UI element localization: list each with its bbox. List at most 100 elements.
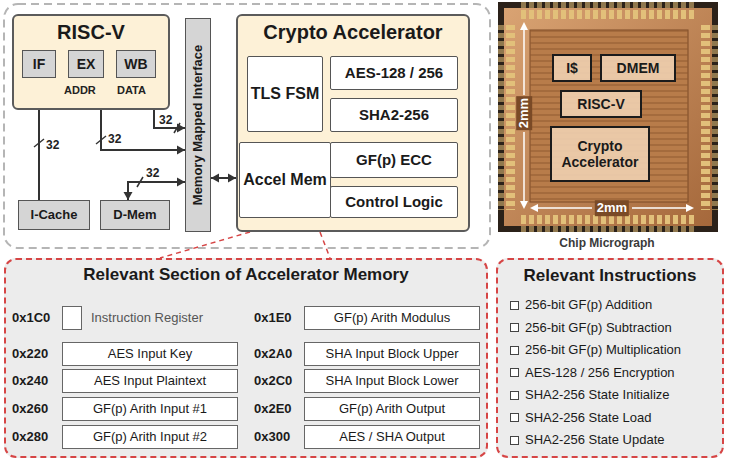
unit-name: TLS FSM <box>251 85 319 103</box>
dimension-line <box>523 132 525 203</box>
bus-line <box>128 182 185 200</box>
bond-pads <box>520 10 696 19</box>
memory-address: 0x2C0 <box>254 373 292 389</box>
memory-address: 0x240 <box>12 373 48 389</box>
unit-name: SHA2-256 <box>359 106 429 123</box>
arrow-head <box>211 174 219 183</box>
register-cell: AES Input Plaintext <box>62 369 238 393</box>
region-name: DMEM <box>617 60 660 76</box>
register-name: GF(p) Arith Input #2 <box>93 430 207 445</box>
block-name: I-Cache <box>31 208 78 223</box>
stage-name: EX <box>77 56 96 72</box>
register-name: AES / SHA Output <box>339 430 445 445</box>
register-name: GF(p) Arith Modulus <box>334 311 450 326</box>
instruction-text: SHA2-256 State Load <box>525 411 651 426</box>
register-cell: SHA Input Block Upper <box>304 342 480 366</box>
power-grid <box>530 30 688 202</box>
instruction-panel: Relevant Instructions256-bit GF(p) Addit… <box>496 258 724 458</box>
instruction-item: SHA2-256 State Load <box>510 411 651 426</box>
register-name: GF(p) Arith Output <box>339 402 445 417</box>
signal-name: DATA <box>117 84 146 97</box>
checkbox-bullet <box>510 346 519 355</box>
dimension-line <box>632 207 688 209</box>
instruction-text: 256-bit GF(p) Addition <box>525 298 652 313</box>
stage-name: IF <box>33 56 45 72</box>
accelerator-unit: Control Logic <box>330 186 458 218</box>
bond-wires <box>520 2 696 8</box>
memory-block: I-Cache <box>18 200 90 230</box>
bus-width: 32 <box>46 138 59 152</box>
chip-micrograph <box>498 2 718 232</box>
pipeline-stage: EX <box>68 50 104 78</box>
register-cell: AES Input Key <box>62 342 238 366</box>
memory-address: 0x1C0 <box>12 310 50 326</box>
pipeline-stage: IF <box>22 50 56 78</box>
register-cell: GF(p) Arith Input #1 <box>62 397 238 421</box>
bus-connector <box>124 178 186 201</box>
memory-address: 0x260 <box>12 401 48 417</box>
bus-width: 32 <box>146 166 159 180</box>
register-name: AES Input Key <box>108 347 193 362</box>
panel-title: Relevant Section of Accelerator Memory <box>83 265 408 285</box>
region-name: RISC-V <box>577 96 624 112</box>
instruction-item: AES-128 / 256 Encryption <box>510 366 675 381</box>
instruction-item: SHA2-256 State Update <box>510 433 664 448</box>
interface-name: Memory Mapped Interface <box>191 45 206 205</box>
bond-wires <box>520 226 696 232</box>
bond-wires <box>712 24 718 210</box>
bond-pads <box>520 215 696 224</box>
unit-name: GF(p) ECC <box>356 151 432 168</box>
checkbox-bullet <box>510 391 519 400</box>
checkbox-bullet <box>510 368 519 377</box>
checkbox-bullet <box>510 301 519 310</box>
die-region: DMEM <box>600 54 676 82</box>
instruction-text: 256-bit GF(p) Subtraction <box>525 321 672 336</box>
signal-name: ADDR <box>64 84 96 97</box>
memory-address: 0x300 <box>254 429 290 445</box>
checkbox-bullet <box>510 323 519 332</box>
bus-connector <box>211 174 236 183</box>
register-name: Instruction Register <box>91 311 203 326</box>
block-title: Crypto Accelerator <box>263 21 442 44</box>
arrow-head <box>177 124 185 133</box>
register-cell: GF(p) Arith Output <box>304 397 480 421</box>
package-ground <box>498 2 718 232</box>
zoom-line <box>320 232 330 258</box>
unit-name: AES-128 / 256 <box>345 64 443 81</box>
checkbox-bullet <box>510 413 519 422</box>
dimension-line <box>523 28 525 95</box>
dimension-head <box>520 22 528 30</box>
instruction-item: 256-bit GF(p) Addition <box>510 298 652 313</box>
arrow-head <box>177 146 185 155</box>
interface-bar: Memory Mapped Interface <box>185 18 211 232</box>
register-name: SHA Input Block Lower <box>326 374 459 389</box>
bond-pads <box>701 24 710 210</box>
instruction-item: SHA2-256 State Initialize <box>510 388 670 403</box>
register-cell: SHA Input Block Lower <box>304 369 480 393</box>
memory-address: 0x1E0 <box>254 310 292 326</box>
register-name: GF(p) Arith Input #1 <box>93 402 207 417</box>
register-cell: AES / SHA Output <box>304 425 480 449</box>
unit-name: Accel Mem <box>243 171 327 189</box>
die-region: I$ <box>552 54 592 82</box>
instruction-item: 256-bit GF(p) Multiplication <box>510 343 681 358</box>
pipeline-stage: WB <box>116 50 156 78</box>
accelerator-unit: Accel Mem <box>239 142 331 218</box>
dimension-label: 2mm <box>516 96 532 130</box>
memory-address: 0x220 <box>12 346 48 362</box>
bus-width-ticks <box>34 123 180 187</box>
instruction-text: SHA2-256 State Update <box>525 433 664 448</box>
accelerator-block: Crypto AcceleratorTLS FSM Accel Mem AES-12… <box>236 14 470 232</box>
figure-caption: Chip Micrograph <box>559 236 654 250</box>
register-name: SHA Input Block Upper <box>326 347 459 362</box>
memory-address: 0x280 <box>12 429 48 445</box>
bond-pads <box>506 24 515 210</box>
instruction-text: AES-128 / 256 Encryption <box>525 366 675 381</box>
dimension-head <box>530 204 538 212</box>
accelerator-unit: AES-128 / 256 <box>330 56 458 90</box>
region-name: I$ <box>566 60 578 76</box>
accelerator-unit: GF(p) ECC <box>330 142 458 178</box>
zoom-line <box>160 232 250 258</box>
arrow-head <box>124 192 133 200</box>
